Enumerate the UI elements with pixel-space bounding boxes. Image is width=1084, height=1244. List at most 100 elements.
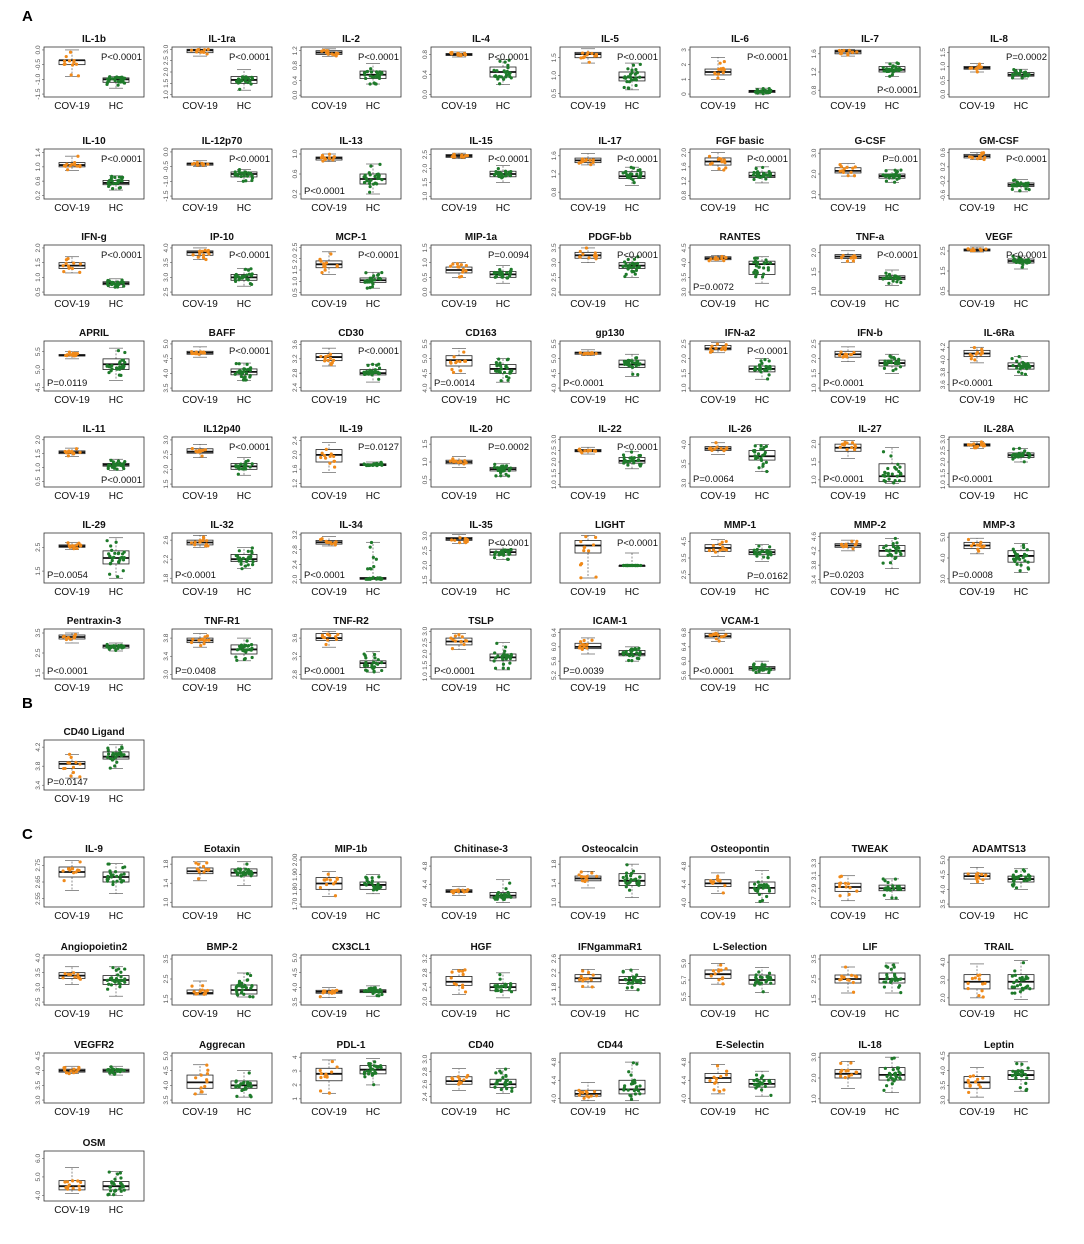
covid-data-point (579, 56, 583, 60)
hc-data-point (1027, 451, 1031, 456)
hc-data-point (105, 363, 109, 368)
covid-data-point (849, 352, 853, 357)
y-tick-label: 1.0 (163, 897, 170, 906)
hc-data-point (635, 1062, 639, 1066)
y-tick-label: 1.8 (551, 859, 558, 868)
y-tick-label: 4.0 (163, 368, 170, 377)
hc-data-point (1019, 181, 1023, 185)
covid-data-point (839, 1074, 843, 1078)
hc-data-point (627, 881, 631, 885)
x-group-label: COV-19 (182, 299, 218, 310)
y-tick-label: 1.4 (551, 997, 558, 1006)
hc-data-point (757, 970, 761, 974)
hc-data-point (759, 666, 763, 671)
covid-data-point (838, 445, 842, 449)
hc-data-point (765, 883, 769, 888)
covid-data-point (466, 1073, 470, 1078)
panel-title: Eotaxin (204, 844, 240, 855)
hc-data-point (1024, 73, 1029, 77)
hc-data-point (753, 256, 757, 260)
covid-data-point (980, 347, 984, 351)
covid-data-point (207, 867, 211, 872)
plot-frame (300, 954, 402, 1006)
hc-data-point (496, 895, 500, 899)
y-tick-label: 4.2 (940, 342, 947, 351)
hc-data-point (110, 179, 114, 183)
covid-data-point (718, 878, 722, 882)
hc-data-point (1011, 452, 1016, 457)
x-group-label: HC (366, 203, 380, 214)
hc-data-point (245, 1082, 250, 1086)
hc-data-point (624, 460, 628, 464)
y-tick-label: 1.0 (811, 1094, 818, 1103)
y-tick-label: 5.0 (551, 354, 558, 363)
hc-data-point (508, 272, 512, 276)
covid-data-point (975, 874, 979, 878)
hc-data-point (374, 557, 378, 561)
x-group-label: HC (237, 491, 251, 502)
hc-data-point (504, 657, 508, 661)
plot-frame (948, 340, 1050, 392)
hc-data-point (368, 278, 373, 282)
hc-data-point (898, 550, 902, 554)
x-group-label: COV-19 (959, 203, 995, 214)
covid-data-point (454, 360, 458, 365)
covid-data-point (191, 253, 195, 257)
y-tick-label: 3.0 (163, 272, 170, 281)
hc-data-point (241, 556, 245, 560)
hc-data-point (366, 989, 370, 993)
covid-data-point (592, 1089, 597, 1094)
hc-data-point (115, 760, 119, 764)
hc-data-point (752, 548, 756, 552)
covid-data-point (971, 542, 976, 546)
hc-data-point (120, 978, 124, 983)
hc-data-point (767, 670, 771, 675)
panel-title: IL-2 (342, 34, 360, 45)
x-group-label: HC (496, 299, 510, 310)
panel-title: IL-8 (990, 34, 1008, 45)
covid-data-point (334, 54, 338, 58)
hc-data-point (884, 174, 888, 178)
hc-data-point (634, 1087, 638, 1092)
covid-data-point (68, 868, 72, 872)
covid-data-point (851, 546, 855, 551)
hc-data-point (1024, 366, 1028, 370)
hc-data-point (237, 169, 241, 173)
hc-data-point (895, 362, 899, 366)
hc-data-point (883, 1066, 887, 1070)
hc-data-point (123, 350, 127, 355)
x-group-label: HC (1014, 587, 1028, 598)
y-tick-label: 3.0 (940, 574, 947, 583)
covid-data-point (586, 970, 591, 975)
covid-data-point (853, 443, 857, 447)
hc-data-point (881, 277, 885, 281)
covid-data-point (190, 162, 195, 166)
covid-data-point (333, 880, 338, 884)
hc-data-point (762, 883, 766, 887)
y-tick-label: 3.0 (422, 626, 429, 635)
hc-data-point (248, 171, 253, 175)
y-tick-label: 2 (292, 1083, 299, 1087)
y-tick-label: 1.5 (163, 479, 170, 488)
covid-data-point (459, 369, 463, 373)
hc-data-point (882, 478, 886, 483)
covid-data-point (190, 447, 194, 451)
hc-data-point (245, 362, 249, 366)
plot-frame (430, 148, 532, 200)
covid-data-point (974, 877, 979, 881)
hc-data-point (767, 90, 772, 95)
covid-data-point (976, 973, 980, 978)
hc-data-point (362, 663, 367, 667)
covid-data-point (851, 50, 855, 55)
y-tick-label: 2.0 (811, 1073, 818, 1082)
covid-data-point (72, 544, 76, 549)
